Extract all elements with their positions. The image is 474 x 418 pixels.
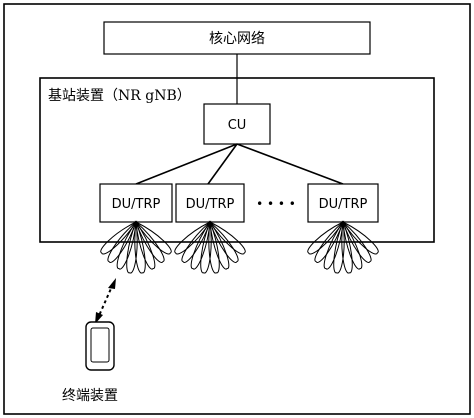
arrowhead-down (95, 312, 103, 324)
beam-lobe (208, 220, 246, 255)
beam-lobe (208, 220, 239, 263)
beam-lobe (135, 221, 156, 270)
beam-lobe (116, 221, 137, 270)
beam-lobe (341, 220, 379, 255)
beam-lobe (209, 221, 230, 270)
du-trp-box-1 (99, 183, 173, 223)
cu-to-du-link-1 (135, 143, 238, 185)
terminal-label: 终端装置 (62, 388, 118, 404)
base-station-box (39, 77, 435, 243)
beam-lobe (208, 221, 220, 274)
beam-lobe (342, 221, 363, 270)
beam-fan-3 (307, 220, 379, 274)
beam-lobe (200, 221, 212, 274)
beam-lobe (134, 220, 165, 263)
beam-lobe (307, 220, 345, 255)
terminal-screen (90, 327, 110, 363)
beam-lobe (341, 220, 372, 263)
du-trp-label-1: DU/TRP (112, 197, 161, 212)
beam-lobe (107, 220, 138, 263)
base-station-title: 基站装置（NR gNB） (48, 87, 191, 104)
cu-label: CU (228, 118, 247, 133)
du-trp-label-2: DU/TRP (186, 197, 235, 212)
beam-lobe (126, 221, 138, 274)
du-trp-box-3 (307, 183, 379, 223)
beam-lobe (333, 221, 345, 274)
beam-lobe (134, 221, 146, 274)
arrowhead-up (108, 278, 116, 289)
du-ellipsis: • • • • (256, 197, 296, 211)
beam-lobe (134, 220, 172, 255)
outer-frame (3, 3, 471, 415)
beam-lobe (314, 220, 345, 263)
core-network-label: 核心网络 (209, 31, 265, 47)
terminal-link-dashed (97, 283, 114, 319)
du-trp-label-3: DU/TRP (319, 197, 368, 212)
beam-fan-1 (100, 220, 172, 274)
beam-lobe (100, 220, 138, 255)
beam-lobe (181, 220, 212, 263)
beam-lobe (190, 221, 211, 270)
beam-fan-2 (174, 220, 246, 274)
beam-lobe (341, 221, 353, 274)
cu-to-du-link-2 (207, 143, 238, 185)
cu-box (203, 103, 271, 145)
cu-to-du-link-3 (236, 143, 344, 185)
beam-lobe (323, 221, 344, 270)
beam-lobe (174, 220, 212, 255)
